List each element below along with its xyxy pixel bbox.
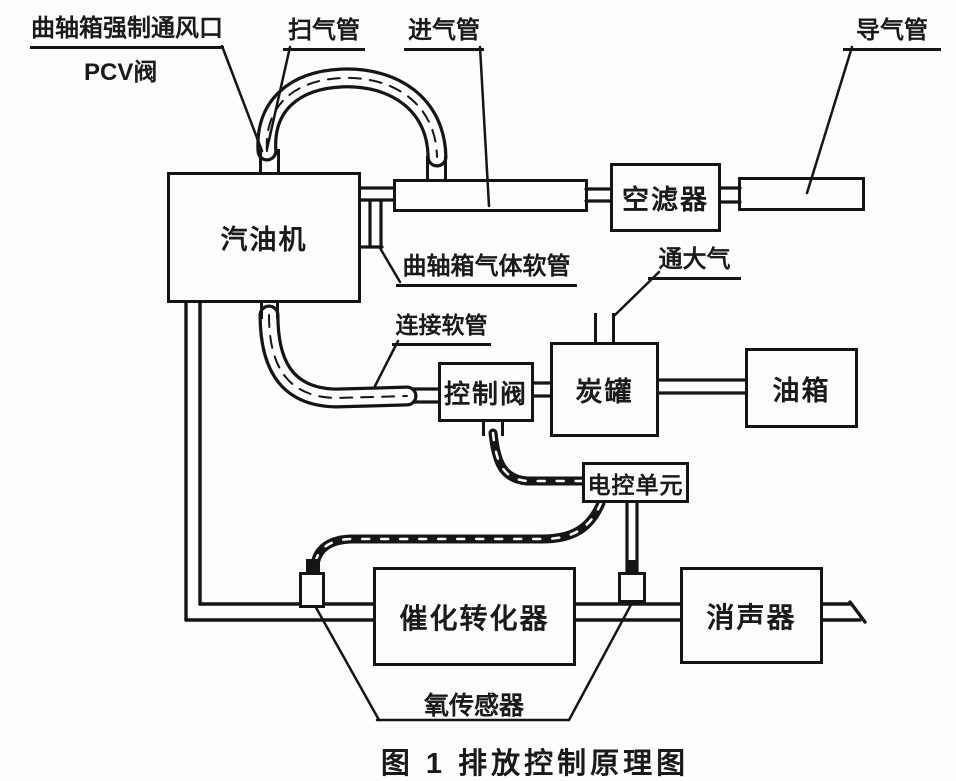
valve-ecu-cable-dashes [491, 431, 586, 483]
connect-hose-label: 连接软管 [392, 306, 491, 346]
connector-lines [358, 186, 749, 576]
crankcase-gas-pipe [359, 198, 384, 249]
intake-pipe-box [393, 179, 588, 212]
ecu-label: 电控单元 [587, 471, 684, 498]
canister-vent-stub [594, 313, 615, 344]
control-valve-box: 控制阀 [438, 362, 534, 422]
muffler-label: 消声器 [706, 601, 797, 633]
pcv-valve-label: PCV阀 [84, 59, 158, 86]
ecu-left-sensor-cable [310, 498, 606, 570]
right-oxygen-sensor-box [618, 572, 646, 603]
canister-label: 炭罐 [575, 377, 634, 407]
oxygen-sensor-label: 氧传感器 [424, 692, 525, 720]
connect-hose-leader-line [373, 339, 400, 388]
connection-hose-fill [261, 307, 415, 406]
canister-box: 炭罐 [550, 342, 659, 437]
right-oxygen-sensor-tip [626, 560, 638, 574]
guidepipe-leader-line [805, 45, 854, 195]
crankcase-gas-hose-label: 曲轴箱气体软管 [396, 246, 577, 287]
canister-tank-connector [654, 378, 749, 395]
scavenge-leader-line [265, 45, 292, 151]
connection-hose-centerline [268, 314, 408, 399]
left-oxygen-sensor-box [299, 572, 325, 608]
to-atmosphere-label: 通大气 [648, 239, 741, 280]
ecu-box: 电控单元 [582, 462, 689, 503]
tailpipe-cut [848, 600, 867, 624]
pcv-hose [256, 67, 448, 168]
air-filter-label: 空滤器 [622, 185, 709, 215]
airfilter-guidepipe-connector [716, 186, 742, 204]
catalytic-converter-box: 催化转化器 [373, 567, 576, 666]
oxygen-left-leader-line [312, 602, 381, 722]
ecu-cables [310, 428, 606, 570]
valve-bottom-stub [482, 420, 504, 436]
pcv-port-stub [259, 149, 280, 173]
crankcase-vent-label: 曲轴箱强制通风口 [30, 8, 224, 49]
engine-bottom-stub [260, 300, 279, 319]
left-oxygen-sensor-tip [306, 559, 320, 574]
guide-pipe-box [738, 177, 865, 211]
engine-intake-connector [358, 186, 396, 202]
exhaust-pipe-lines [184, 299, 867, 624]
fuel-tank-label: 油箱 [772, 375, 831, 406]
scavenge-pipe-label: 扫气管 [283, 10, 365, 51]
ecu-left-sensor-cable-dashes [313, 501, 603, 567]
intake-pipe-label: 进气管 [404, 10, 484, 51]
oxygen-right-leader-line [567, 599, 635, 722]
guide-pipe-label: 导气管 [843, 10, 941, 51]
catalytic-converter-label: 催化转化器 [399, 602, 550, 634]
muffler-box: 消声器 [680, 567, 823, 664]
engine-label: 汽油机 [220, 225, 308, 255]
crankcase-hose-leader-line [378, 246, 402, 284]
valve-canister-connector [529, 381, 554, 398]
intake-airfilter-connector [584, 187, 614, 203]
connection-hose [258, 304, 418, 409]
control-valve-label: 控制阀 [443, 378, 528, 409]
fuel-tank-box: 油箱 [745, 348, 858, 428]
engine-box: 汽油机 [167, 172, 361, 303]
pcv-leader-line [220, 44, 264, 153]
air-filter-box: 空滤器 [610, 163, 721, 232]
pcv-hose-centerline [265, 76, 438, 158]
scavenge-port-stub [426, 156, 447, 181]
figure-caption: 图 1 排放控制原理图 [380, 748, 690, 780]
